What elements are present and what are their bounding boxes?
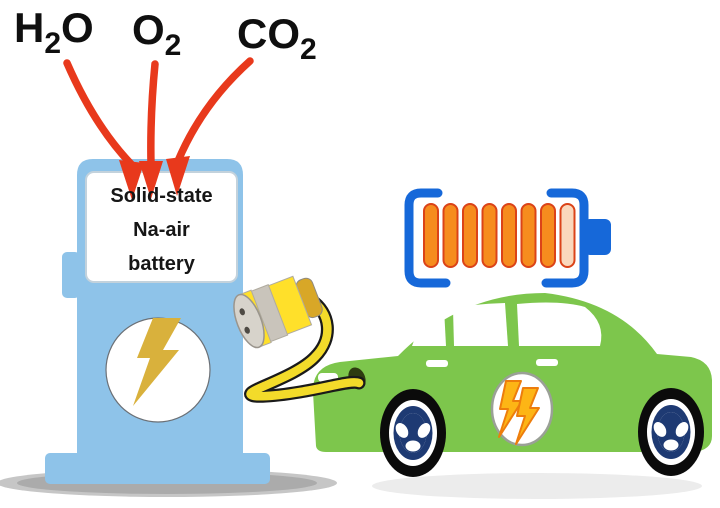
front-wheel xyxy=(380,389,446,477)
car-window-rear xyxy=(517,302,602,346)
door-handle-front xyxy=(426,360,448,367)
wheel-hub xyxy=(657,412,685,452)
ev-badge xyxy=(490,371,554,447)
wheel-hub xyxy=(399,413,427,453)
pump-title-line3: battery xyxy=(128,253,195,275)
battery-cell xyxy=(423,203,439,268)
plug-pin-hole xyxy=(239,308,246,316)
battery-bracket-left xyxy=(404,188,451,288)
o2-arrow xyxy=(147,60,159,168)
co2-arrowhead-icon xyxy=(166,156,190,196)
o2-arrowhead-icon xyxy=(139,161,163,199)
pump-title-line2: Na-air xyxy=(133,219,190,241)
charging-plug-assembly xyxy=(233,275,366,403)
o2-label-pre: O xyxy=(132,6,165,53)
lightning-bolt-icon xyxy=(133,318,181,406)
car-window-front xyxy=(453,303,508,346)
battery-cell xyxy=(540,203,556,268)
hub-cutout xyxy=(395,423,409,438)
o2-label: O2 xyxy=(132,6,181,61)
door-handle-rear xyxy=(536,359,558,366)
pump-screen xyxy=(85,171,238,283)
o2-label-sub: 2 xyxy=(164,29,182,62)
co2-label-sub: 2 xyxy=(300,33,317,66)
electric-car xyxy=(312,293,712,477)
battery-cell xyxy=(442,203,459,268)
h2o-label: H2O xyxy=(14,4,94,59)
battery-cell xyxy=(481,203,498,268)
hub-cutout xyxy=(675,422,689,437)
gas-input-arrows xyxy=(63,57,254,200)
pump-title-line1: Solid-state xyxy=(110,185,213,207)
plug-pin-hole xyxy=(244,326,250,334)
badge-bolt-icon xyxy=(515,387,540,445)
fuel-pump xyxy=(45,159,270,484)
pump-side-tab xyxy=(62,252,80,298)
hub-cutout xyxy=(663,439,679,451)
h2o-label-post: O xyxy=(61,4,94,51)
badge-bolt-icon xyxy=(498,380,523,438)
battery-cell xyxy=(501,203,517,268)
h2o-label-pre: H xyxy=(14,4,45,51)
hub-cutout xyxy=(417,423,431,438)
co2-label: CO2 xyxy=(237,10,317,65)
battery-cell-low xyxy=(559,203,576,268)
co2-label-pre: CO xyxy=(237,10,300,57)
battery-cell xyxy=(462,203,478,268)
plug-face xyxy=(233,293,265,349)
hub-cutout xyxy=(405,440,421,452)
battery-terminal xyxy=(584,219,611,255)
car-shadow xyxy=(372,473,702,499)
h2o-arrow xyxy=(63,59,135,168)
cable xyxy=(246,295,364,401)
h2o-arrowhead-icon xyxy=(119,160,144,200)
battery-indicator xyxy=(404,188,611,288)
hub-cutout xyxy=(653,422,667,437)
rear-wheel xyxy=(638,388,704,476)
battery-cell xyxy=(520,203,537,268)
plug-nozzle xyxy=(233,275,323,349)
car-window-vent xyxy=(412,308,446,346)
pump-base xyxy=(45,453,270,484)
pump-title: Solid-state Na-air battery xyxy=(86,179,237,281)
h2o-label-sub: 2 xyxy=(44,27,62,60)
co2-arrow xyxy=(174,57,254,165)
